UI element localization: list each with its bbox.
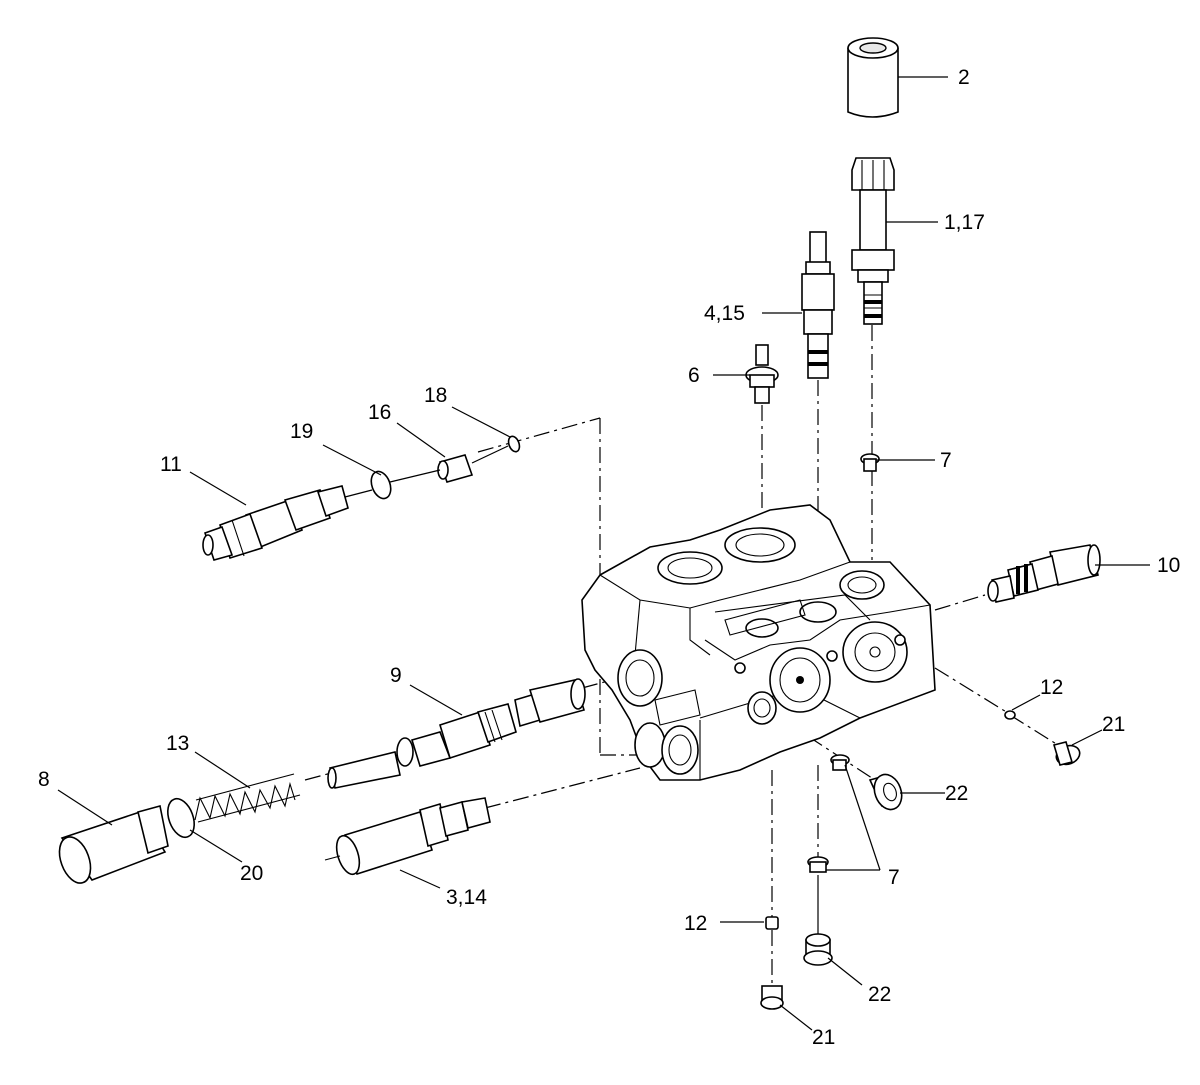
part-22-cap-right bbox=[868, 773, 903, 811]
part-4-15-cartridge bbox=[801, 231, 835, 379]
callout-7-top: 7 bbox=[940, 449, 952, 472]
part-18-o-ring bbox=[507, 435, 521, 453]
part-7-screw-middle bbox=[830, 754, 850, 771]
callout-20: 20 bbox=[240, 862, 263, 885]
part-11-relief-valve bbox=[202, 485, 349, 561]
part-6-check-valve bbox=[745, 344, 779, 404]
callout-18: 18 bbox=[424, 384, 447, 407]
part-21-plug-right bbox=[1052, 741, 1081, 766]
callout-labels: 2 1,17 4,15 6 7 10 11 19 16 18 9 13 8 20… bbox=[38, 66, 1180, 1049]
callout-1-17: 1,17 bbox=[944, 211, 985, 234]
callout-22-right: 22 bbox=[945, 782, 968, 805]
leader-lines bbox=[57, 76, 1150, 1031]
callout-12-right: 12 bbox=[1040, 676, 1063, 699]
callout-7-bottom: 7 bbox=[888, 866, 900, 889]
callout-6: 6 bbox=[688, 364, 700, 387]
part-12-pin-right bbox=[1004, 710, 1016, 720]
callout-4-15: 4,15 bbox=[704, 302, 745, 325]
callout-10: 10 bbox=[1157, 554, 1180, 577]
callout-19: 19 bbox=[290, 420, 313, 443]
valve-body bbox=[581, 504, 936, 781]
part-12-pin-bottom bbox=[765, 916, 779, 930]
part-10-cartridge bbox=[987, 544, 1101, 603]
part-13-spring bbox=[194, 773, 301, 823]
part-3-14-solenoid bbox=[324, 797, 491, 876]
part-8-end-cap bbox=[58, 805, 169, 884]
callout-22-bottom: 22 bbox=[868, 983, 891, 1006]
callout-12-bottom: 12 bbox=[684, 912, 707, 935]
part-9-spool bbox=[327, 678, 586, 789]
callout-11: 11 bbox=[160, 453, 182, 476]
part-16-bushing bbox=[437, 454, 474, 483]
part-21-plug-bottom bbox=[760, 985, 784, 1010]
callout-3-14: 3,14 bbox=[446, 886, 487, 909]
callout-16: 16 bbox=[368, 401, 391, 424]
part-7-screw-bottom bbox=[807, 856, 829, 873]
callout-2: 2 bbox=[958, 66, 970, 89]
part-22-cap-bottom bbox=[803, 933, 833, 966]
part-19-ring bbox=[370, 470, 392, 500]
part-7-screw-top bbox=[860, 453, 880, 472]
part-2-cap bbox=[847, 37, 899, 118]
callout-9: 9 bbox=[390, 664, 402, 687]
callout-21-right: 21 bbox=[1102, 713, 1125, 736]
callout-8: 8 bbox=[38, 768, 50, 791]
part-20-o-ring bbox=[167, 797, 195, 839]
callout-13: 13 bbox=[166, 732, 189, 755]
part-1-17-cartridge bbox=[851, 157, 895, 325]
callout-21-bottom: 21 bbox=[812, 1026, 835, 1049]
